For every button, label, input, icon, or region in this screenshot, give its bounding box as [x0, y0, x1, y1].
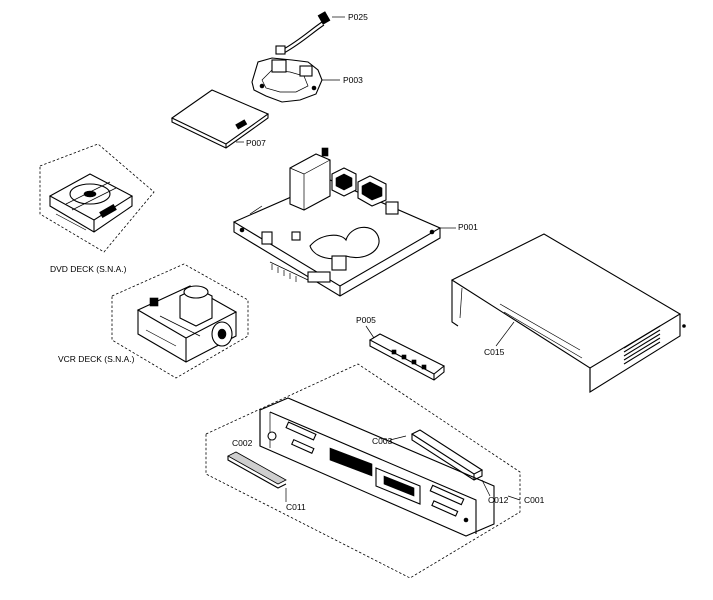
label-c001: C001	[524, 495, 545, 505]
label-c011: C011	[286, 502, 306, 512]
label-dvd-deck: DVD DECK (S.N.A.)	[50, 264, 127, 274]
part-vcr-deck	[111, 263, 249, 379]
label-vcr-deck: VCR DECK (S.N.A.)	[58, 354, 135, 364]
part-p025-power-cord	[275, 11, 345, 55]
label-p003: P003	[343, 75, 363, 85]
part-p003-bracket	[251, 57, 340, 103]
label-c015: C015	[484, 347, 505, 357]
label-c003: C003	[372, 436, 393, 446]
label-p001: P001	[458, 222, 478, 232]
label-p025: P025	[348, 12, 368, 22]
part-dvd-deck	[39, 143, 155, 253]
part-p007-board	[170, 89, 270, 149]
label-c012: C012	[488, 495, 509, 505]
part-p005-board	[365, 325, 446, 381]
board-pin-row	[271, 264, 297, 282]
part-c001-front-panel-group	[205, 363, 521, 579]
label-p007: P007	[246, 138, 266, 148]
label-c002: C002	[232, 438, 253, 448]
part-p001-main-board	[232, 147, 456, 297]
label-p005: P005	[356, 315, 376, 325]
part-c015-top-cover	[450, 233, 686, 393]
vent-slots	[623, 325, 661, 365]
